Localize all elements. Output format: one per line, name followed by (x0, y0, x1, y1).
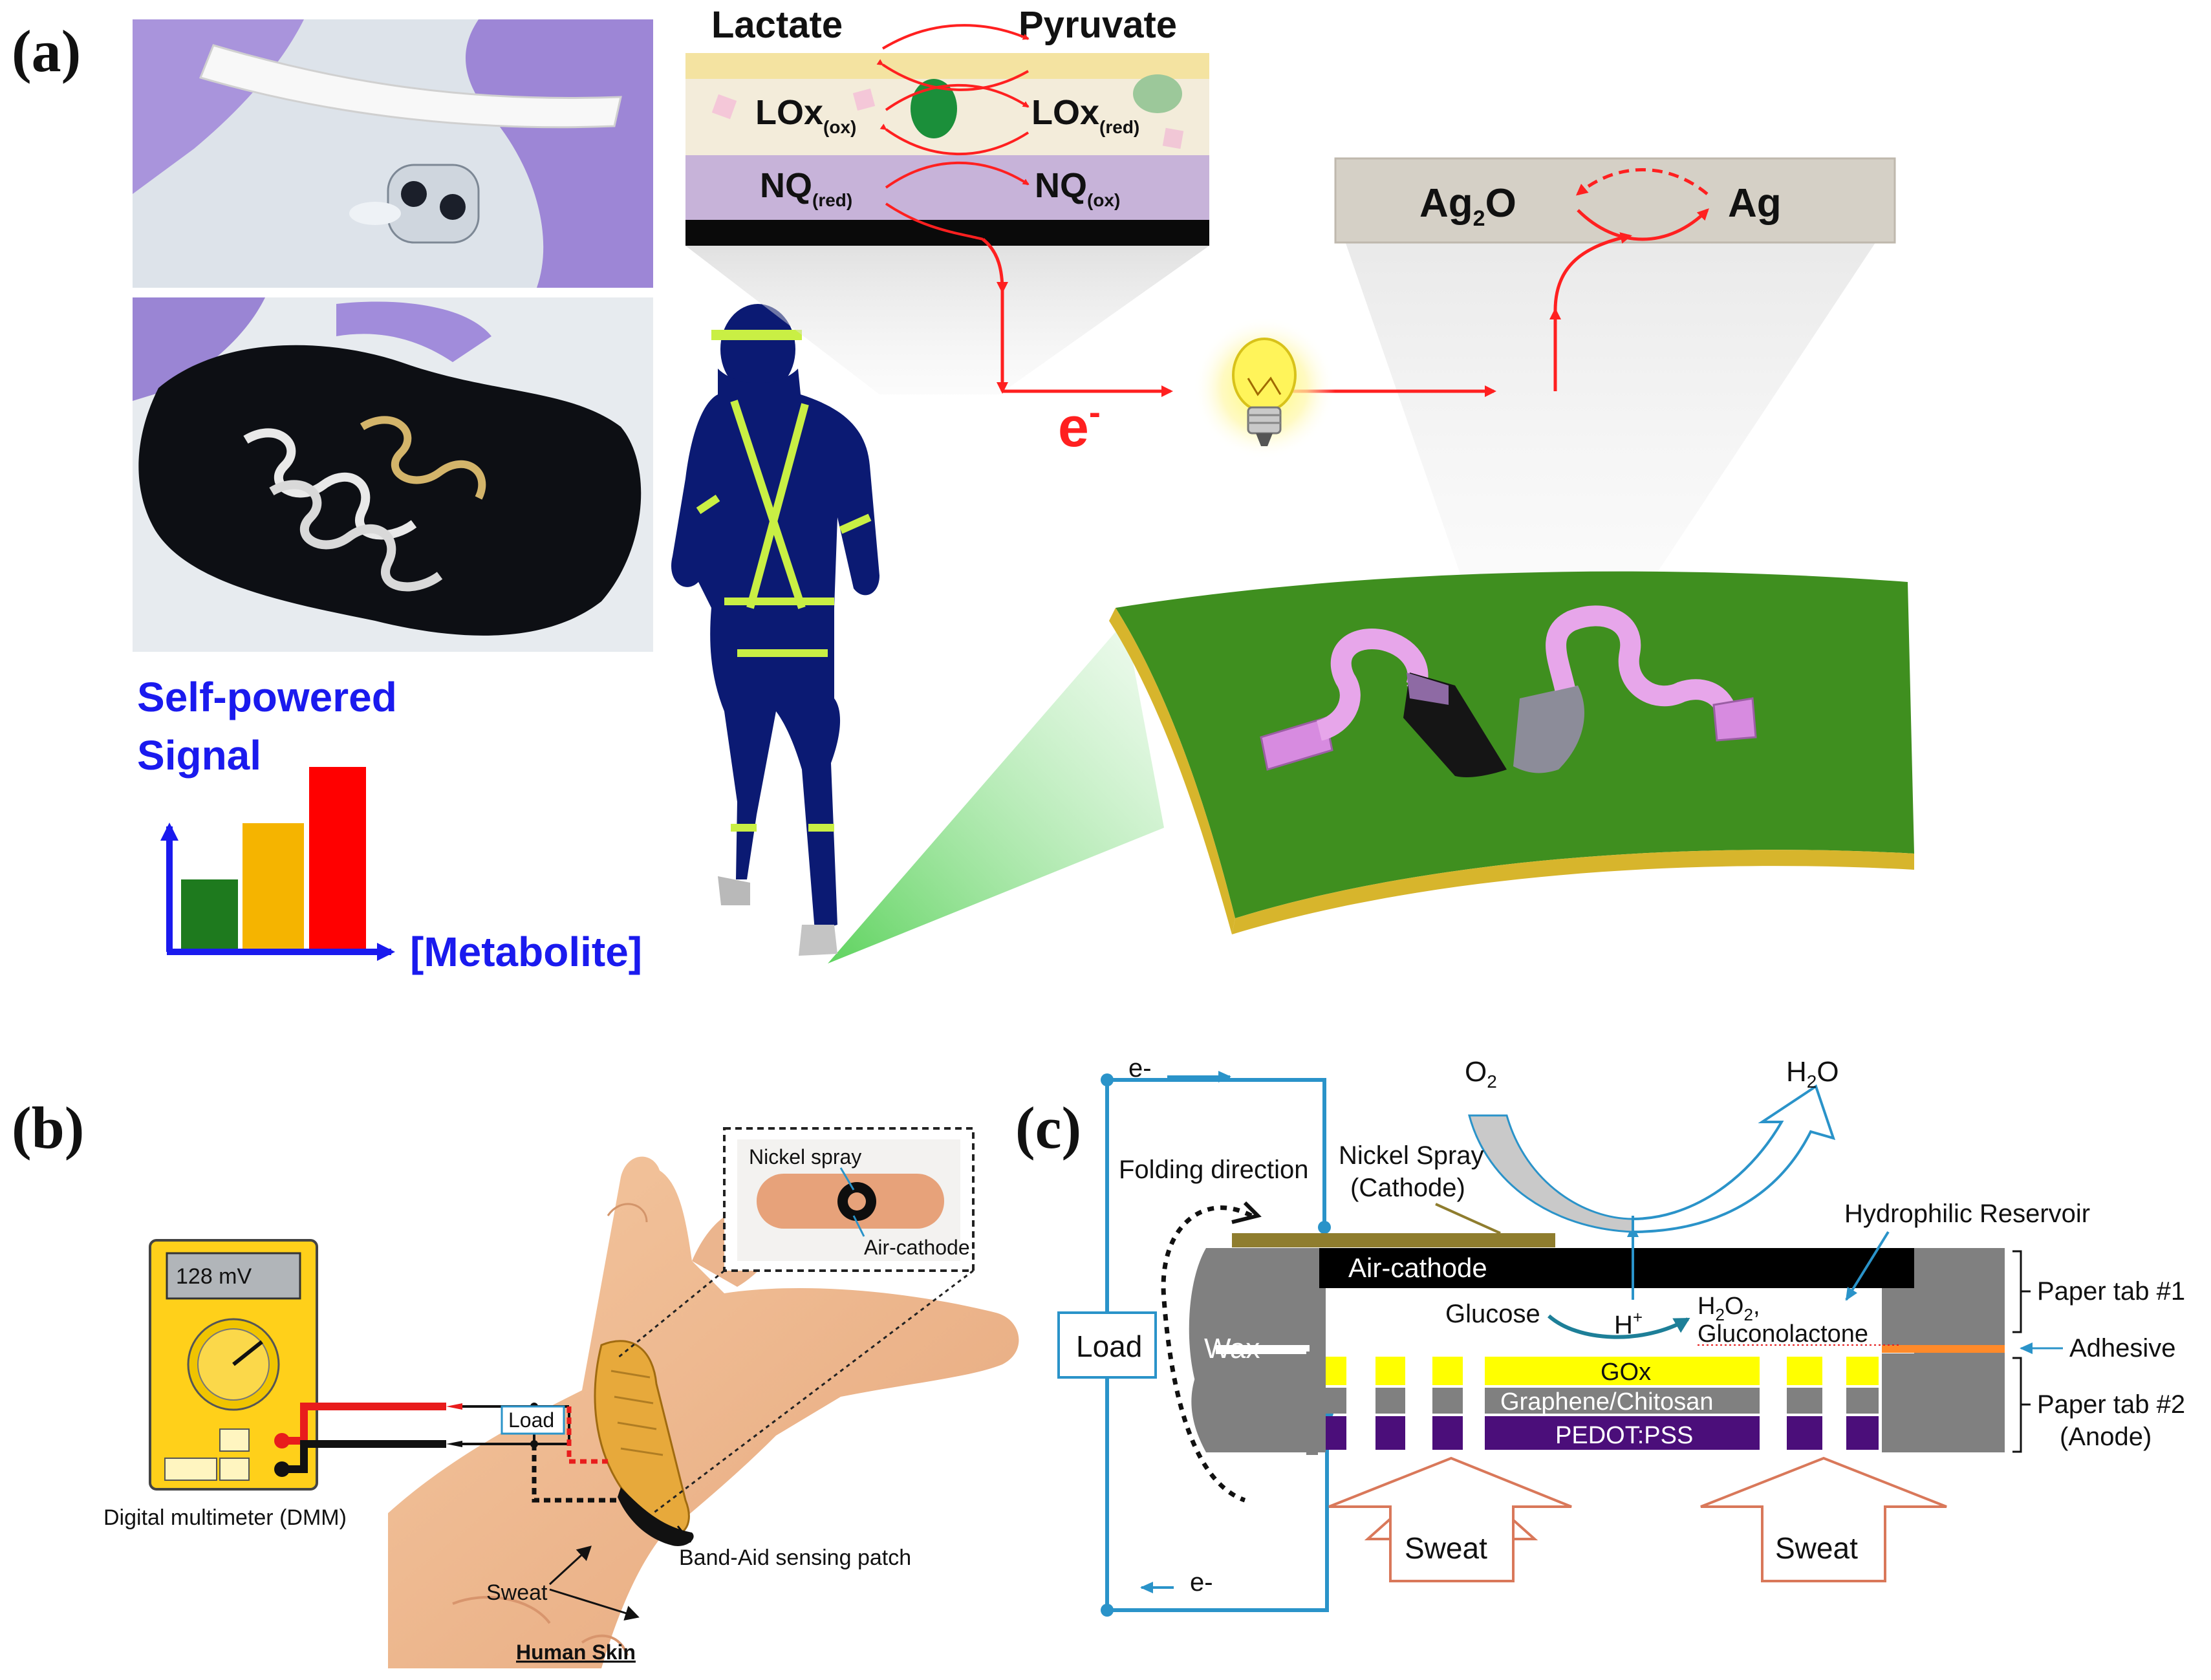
inset-air-label: Air-cathode (864, 1236, 970, 1259)
electron-bottom: e- (1190, 1568, 1213, 1597)
photo-glove-band (133, 19, 653, 288)
dmm-reading: 128 mV (176, 1264, 252, 1289)
wax-label: Wax (1204, 1333, 1260, 1364)
panel-c-label: (c) (1015, 1095, 1081, 1161)
red-lead (282, 1403, 446, 1445)
signal-bar-2 (243, 823, 304, 949)
label-electron: e- (1058, 393, 1101, 458)
electron-top: e- (1128, 1054, 1152, 1082)
anode-reaction-box: Lactate Pyruvate LOx(ox) LOx(red) NQ(red… (685, 4, 1209, 246)
label-ag2o: Ag2O (1419, 181, 1516, 231)
signal-chart: Self-powered Signal [Metabolite] (137, 674, 642, 975)
sweat-label-left: Sweat (1405, 1531, 1487, 1565)
label-nq-ox: NQ(ox) (1035, 166, 1120, 210)
adhesive-label: Adhesive (2069, 1334, 2176, 1362)
paper-tab-1-label: Paper tab #1 (2037, 1277, 2185, 1306)
bandaid-patch (594, 1340, 694, 1546)
dmm-caption: Digital multimeter (DMM) (103, 1505, 347, 1530)
adhesive-strip (1882, 1345, 2005, 1353)
photo-sock (133, 297, 653, 652)
signal-bar-1 (181, 879, 238, 949)
glow-beam (828, 621, 1164, 964)
glucose-oxidation-arrow (1548, 1314, 1690, 1339)
electrode-pad-right (1712, 697, 1757, 742)
graphene-label: Graphene/Chitosan (1500, 1388, 1714, 1416)
digital-multimeter: 128 mV (149, 1239, 318, 1491)
sweat-label-right: Sweat (1775, 1531, 1858, 1565)
signal-title-line2: Signal (137, 732, 261, 779)
sweat-arrow-left-shape (1328, 1456, 1572, 1582)
gluconolactone-label: Gluconolactone (1698, 1320, 1868, 1348)
o2-label: O2 (1465, 1056, 1497, 1092)
oxygen-reduction-arrows: O2 H2O (1465, 1056, 1839, 1234)
bandaid-label: Band-Aid sensing patch (679, 1545, 911, 1570)
label-nq-red: NQ(red) (760, 166, 852, 210)
load-box-c (1057, 1311, 1157, 1379)
h2o2-label: H2O2, (1698, 1293, 1760, 1324)
signal-axis-label: [Metabolite] (410, 929, 642, 975)
beam-anode (685, 246, 1209, 394)
inset-nickel-label: Nickel spray (749, 1145, 861, 1168)
nickel-spray-label-2: (Cathode) (1350, 1174, 1465, 1202)
beam-cathode (1335, 213, 1895, 634)
enzyme-oxidized-icon (1133, 74, 1182, 113)
h2o-label: H2O (1786, 1056, 1839, 1092)
cathode-electrode (1513, 685, 1584, 773)
air-cathode-layer (1319, 1248, 1914, 1288)
dmm-dial-icon (232, 1340, 263, 1366)
black-lead (282, 1440, 446, 1473)
sweat-arrow-right-shape (1700, 1456, 1947, 1582)
external-circuit: Load e- e- (1057, 1054, 1333, 1617)
electrode-pad-left (1260, 716, 1333, 771)
nickel-spray-layer (1232, 1233, 1555, 1247)
air-cathode-label: Air-cathode (1348, 1253, 1487, 1283)
device-body: Air-cathode (1189, 1216, 2005, 1455)
enzyme-reduced-icon (911, 79, 957, 138)
sweat-label-b: Sweat (486, 1580, 548, 1605)
load-label-c: Load (1076, 1330, 1142, 1363)
glucose-label: Glucose (1445, 1300, 1540, 1328)
folding-label: Folding direction (1119, 1156, 1309, 1184)
panel-b: (b) Nickel spray Air-cathode (12, 1095, 1019, 1668)
load-label-b: Load (508, 1408, 554, 1432)
gox-label: GOx (1601, 1359, 1651, 1386)
panel-a: (a) Self-powered Signal (12, 4, 1914, 975)
hplus-label: H+ (1614, 1308, 1643, 1339)
nickel-spray-label-1: Nickel Spray (1339, 1141, 1484, 1170)
anode-label: (Anode) (2060, 1423, 2152, 1451)
inset-photo: Nickel spray Air-cathode (723, 1127, 975, 1272)
inset-zoom-line-2 (653, 1269, 974, 1514)
panel-c: (c) Load e- e- Folding direction (1015, 1054, 2185, 1617)
human-skin-label: Human Skin (516, 1641, 636, 1664)
human-silhouette (671, 304, 879, 956)
cathode-reaction-box: Ag2O Ag (1334, 157, 1896, 244)
textile-patch (1109, 571, 1914, 934)
label-lactate: Lactate (711, 4, 843, 46)
pedot-label: PEDOT:PSS (1555, 1422, 1693, 1449)
paper-tab-2-label: Paper tab #2 (2037, 1390, 2185, 1419)
label-lox-red: LOx(red) (1031, 93, 1139, 137)
signal-bar-3 (309, 767, 366, 949)
load-box-b (501, 1405, 565, 1435)
label-ag: Ag (1728, 181, 1782, 226)
panel-b-label: (b) (12, 1095, 84, 1161)
hydrophilic-label: Hydrophilic Reservoir (1844, 1200, 2090, 1228)
folding-arrow (1161, 1205, 1253, 1503)
label-pyruvate: Pyruvate (1019, 4, 1177, 46)
panel-a-label: (a) (12, 18, 81, 84)
lightbulb-icon (1193, 317, 1335, 459)
signal-title-line1: Self-powered (137, 674, 397, 720)
label-lox-ox: LOx(ox) (755, 93, 856, 137)
